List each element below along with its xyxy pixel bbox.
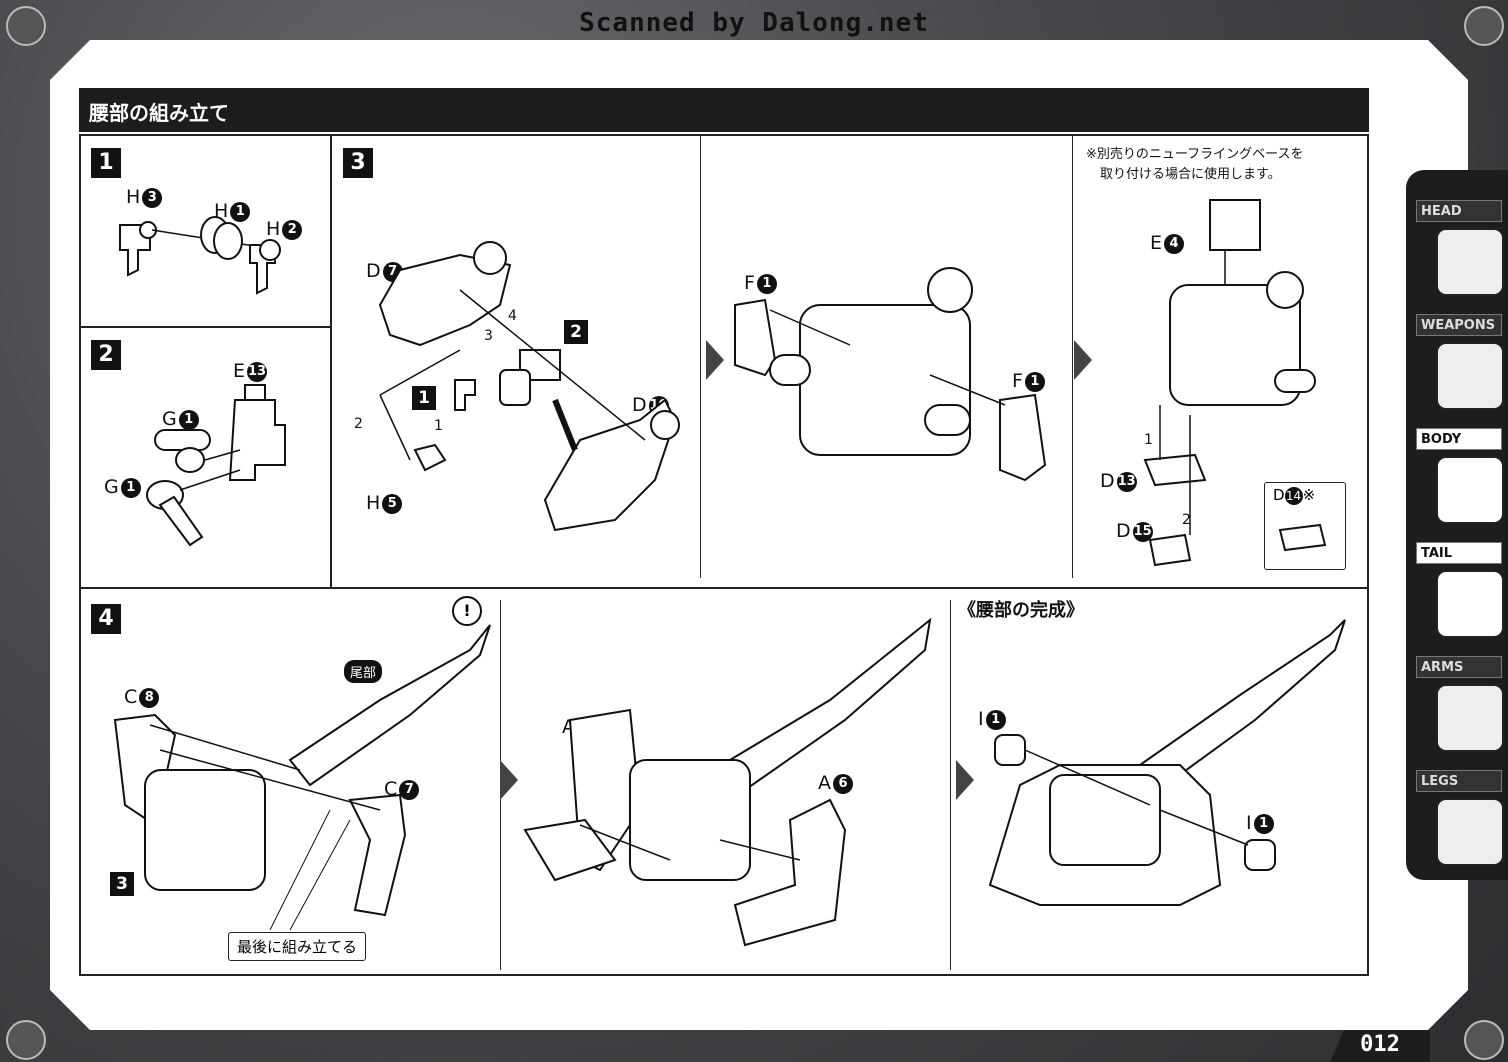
grid-divider — [79, 587, 1369, 589]
tail-icon — [1436, 570, 1504, 638]
order-mark-2: 2 — [354, 416, 363, 432]
optional-part-note-line1: ※別売りのニューフライングベースを — [1086, 147, 1304, 162]
flow-arrow — [956, 760, 974, 800]
flow-arrow — [1074, 340, 1092, 380]
tab-tail[interactable]: TAIL — [1416, 542, 1504, 646]
step-4b-armor-attach-illustration — [523, 617, 932, 947]
step-3-hip-frame-illustration — [378, 241, 680, 532]
scan-watermark: Scanned by Dalong.net — [579, 8, 929, 38]
order-mark-1: 1 — [1144, 432, 1153, 448]
arms-icon — [1436, 684, 1504, 752]
optional-mark: ※ — [1302, 486, 1316, 504]
tab-weapons[interactable]: WEAPONS — [1416, 314, 1504, 418]
page-number: 012 — [1330, 1030, 1430, 1062]
tab-body-label: BODY — [1416, 428, 1502, 450]
tab-head[interactable]: HEAD — [1416, 200, 1504, 304]
step-1-joint-illustration — [119, 216, 281, 295]
grid-divider — [700, 134, 701, 578]
instruction-grid — [79, 134, 1369, 976]
weapons-icon — [1436, 342, 1504, 410]
section-title: 腰部の組み立て — [89, 101, 229, 125]
tab-tail-label: TAIL — [1416, 542, 1502, 564]
warning-icon: ! — [452, 596, 482, 626]
flow-arrow — [706, 340, 724, 380]
step-4c-completed-waist-illustration — [988, 619, 1346, 906]
grid-divider — [79, 326, 331, 328]
tab-legs-label: LEGS — [1416, 770, 1502, 792]
tab-legs[interactable]: LEGS — [1416, 770, 1504, 874]
tab-body[interactable]: BODY — [1416, 428, 1504, 532]
step-2-joint-illustration — [146, 384, 286, 547]
completed-waist-title: 《腰部の完成》 — [958, 600, 1084, 621]
step-3-badge: 3 — [343, 148, 373, 178]
tab-head-label: HEAD — [1416, 200, 1502, 222]
sub-step-badge-1: 1 — [412, 386, 436, 410]
tail-tag: 尾部 — [344, 660, 383, 683]
sub-step-badge-2: 2 — [564, 320, 588, 344]
flow-arrow — [500, 760, 518, 800]
assemble-last-callout: 最後に組み立てる — [228, 932, 367, 961]
section-header: 腰部の組み立て — [79, 88, 1369, 132]
order-mark-1: 1 — [434, 418, 443, 434]
step-2-badge: 2 — [91, 340, 121, 370]
grid-divider — [1072, 134, 1073, 578]
order-mark-2: 2 — [1182, 512, 1191, 528]
order-mark-4: 4 — [508, 308, 517, 324]
corner-compass-icon — [1464, 1020, 1504, 1060]
grid-divider — [950, 600, 951, 970]
head-icon — [1436, 228, 1504, 296]
step-4-badge: 4 — [91, 604, 121, 634]
optional-part-note-line2: 取り付ける場合に使用します。 — [1100, 167, 1281, 182]
order-mark-3: 3 — [484, 328, 493, 344]
grid-divider — [330, 134, 332, 588]
tab-arms-label: ARMS — [1416, 656, 1502, 678]
step-1-badge: 1 — [91, 148, 121, 178]
corner-compass-icon — [6, 1020, 46, 1060]
step-4-tail-attach-illustration — [113, 624, 491, 930]
legs-icon — [1436, 798, 1504, 866]
part-label-d14: D14 — [1273, 486, 1303, 505]
step-3b-hip-assembly-illustration — [734, 267, 1047, 482]
corner-compass-icon — [6, 6, 46, 46]
step-3c-hip-base-illustration — [1143, 199, 1327, 567]
tab-weapons-label: WEAPONS — [1416, 314, 1502, 336]
tab-arms[interactable]: ARMS — [1416, 656, 1504, 760]
corner-compass-icon — [1464, 6, 1504, 46]
body-icon — [1436, 456, 1504, 524]
sub-step-badge-3: 3 — [110, 872, 134, 896]
